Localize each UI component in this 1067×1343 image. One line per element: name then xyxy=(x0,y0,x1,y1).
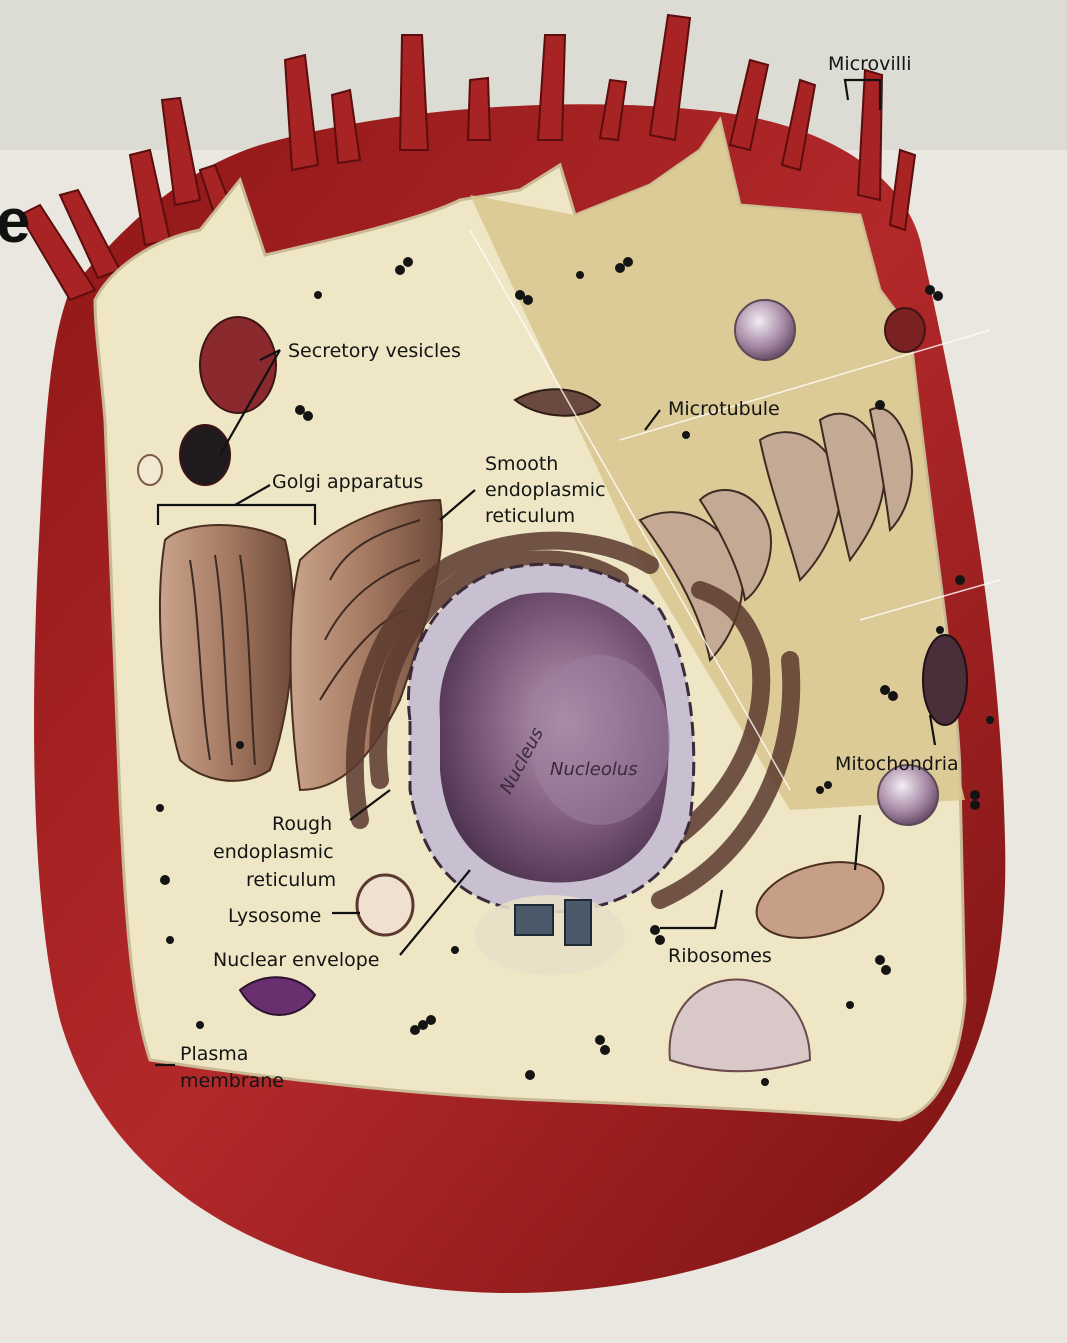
label-golgi-apparatus: Golgi apparatus xyxy=(272,471,423,493)
nucleolus xyxy=(530,655,670,825)
secretory-vesicle-lower xyxy=(180,425,230,485)
label-rough-er-line1: Rough xyxy=(272,813,332,835)
label-rough-er-line3: reticulum xyxy=(246,869,336,891)
label-secretory-vesicles: Secretory vesicles xyxy=(288,340,461,362)
label-smooth-er-line2: endoplasmic xyxy=(485,479,606,501)
mitochondrion-right xyxy=(923,635,967,725)
label-lysosome: Lysosome xyxy=(228,905,321,927)
label-smooth-er-line3: reticulum xyxy=(485,505,575,527)
label-plasma-membrane-line2: membrane xyxy=(180,1070,284,1092)
page-edge-letter: e xyxy=(0,187,30,256)
label-plasma-membrane-line1: Plasma xyxy=(180,1043,248,1065)
vesicle-top-right xyxy=(735,300,795,360)
secretory-vesicle-upper xyxy=(200,317,276,413)
lysosome xyxy=(357,875,413,935)
small-vesicle-left xyxy=(138,455,162,485)
secretory-vesicle-right xyxy=(885,308,925,352)
label-smooth-er-line1: Smooth xyxy=(485,453,558,475)
label-ribosomes: Ribosomes xyxy=(668,945,772,967)
label-nucleolus: Nucleolus xyxy=(550,759,638,780)
label-microvilli: Microvilli xyxy=(828,53,912,75)
label-mitochondria: Mitochondria xyxy=(835,753,959,775)
label-microtubule: Microtubule xyxy=(668,398,780,420)
label-rough-er-line2: endoplasmic xyxy=(213,841,334,863)
centrioles xyxy=(475,895,625,975)
label-nuclear-envelope: Nuclear envelope xyxy=(213,949,379,971)
